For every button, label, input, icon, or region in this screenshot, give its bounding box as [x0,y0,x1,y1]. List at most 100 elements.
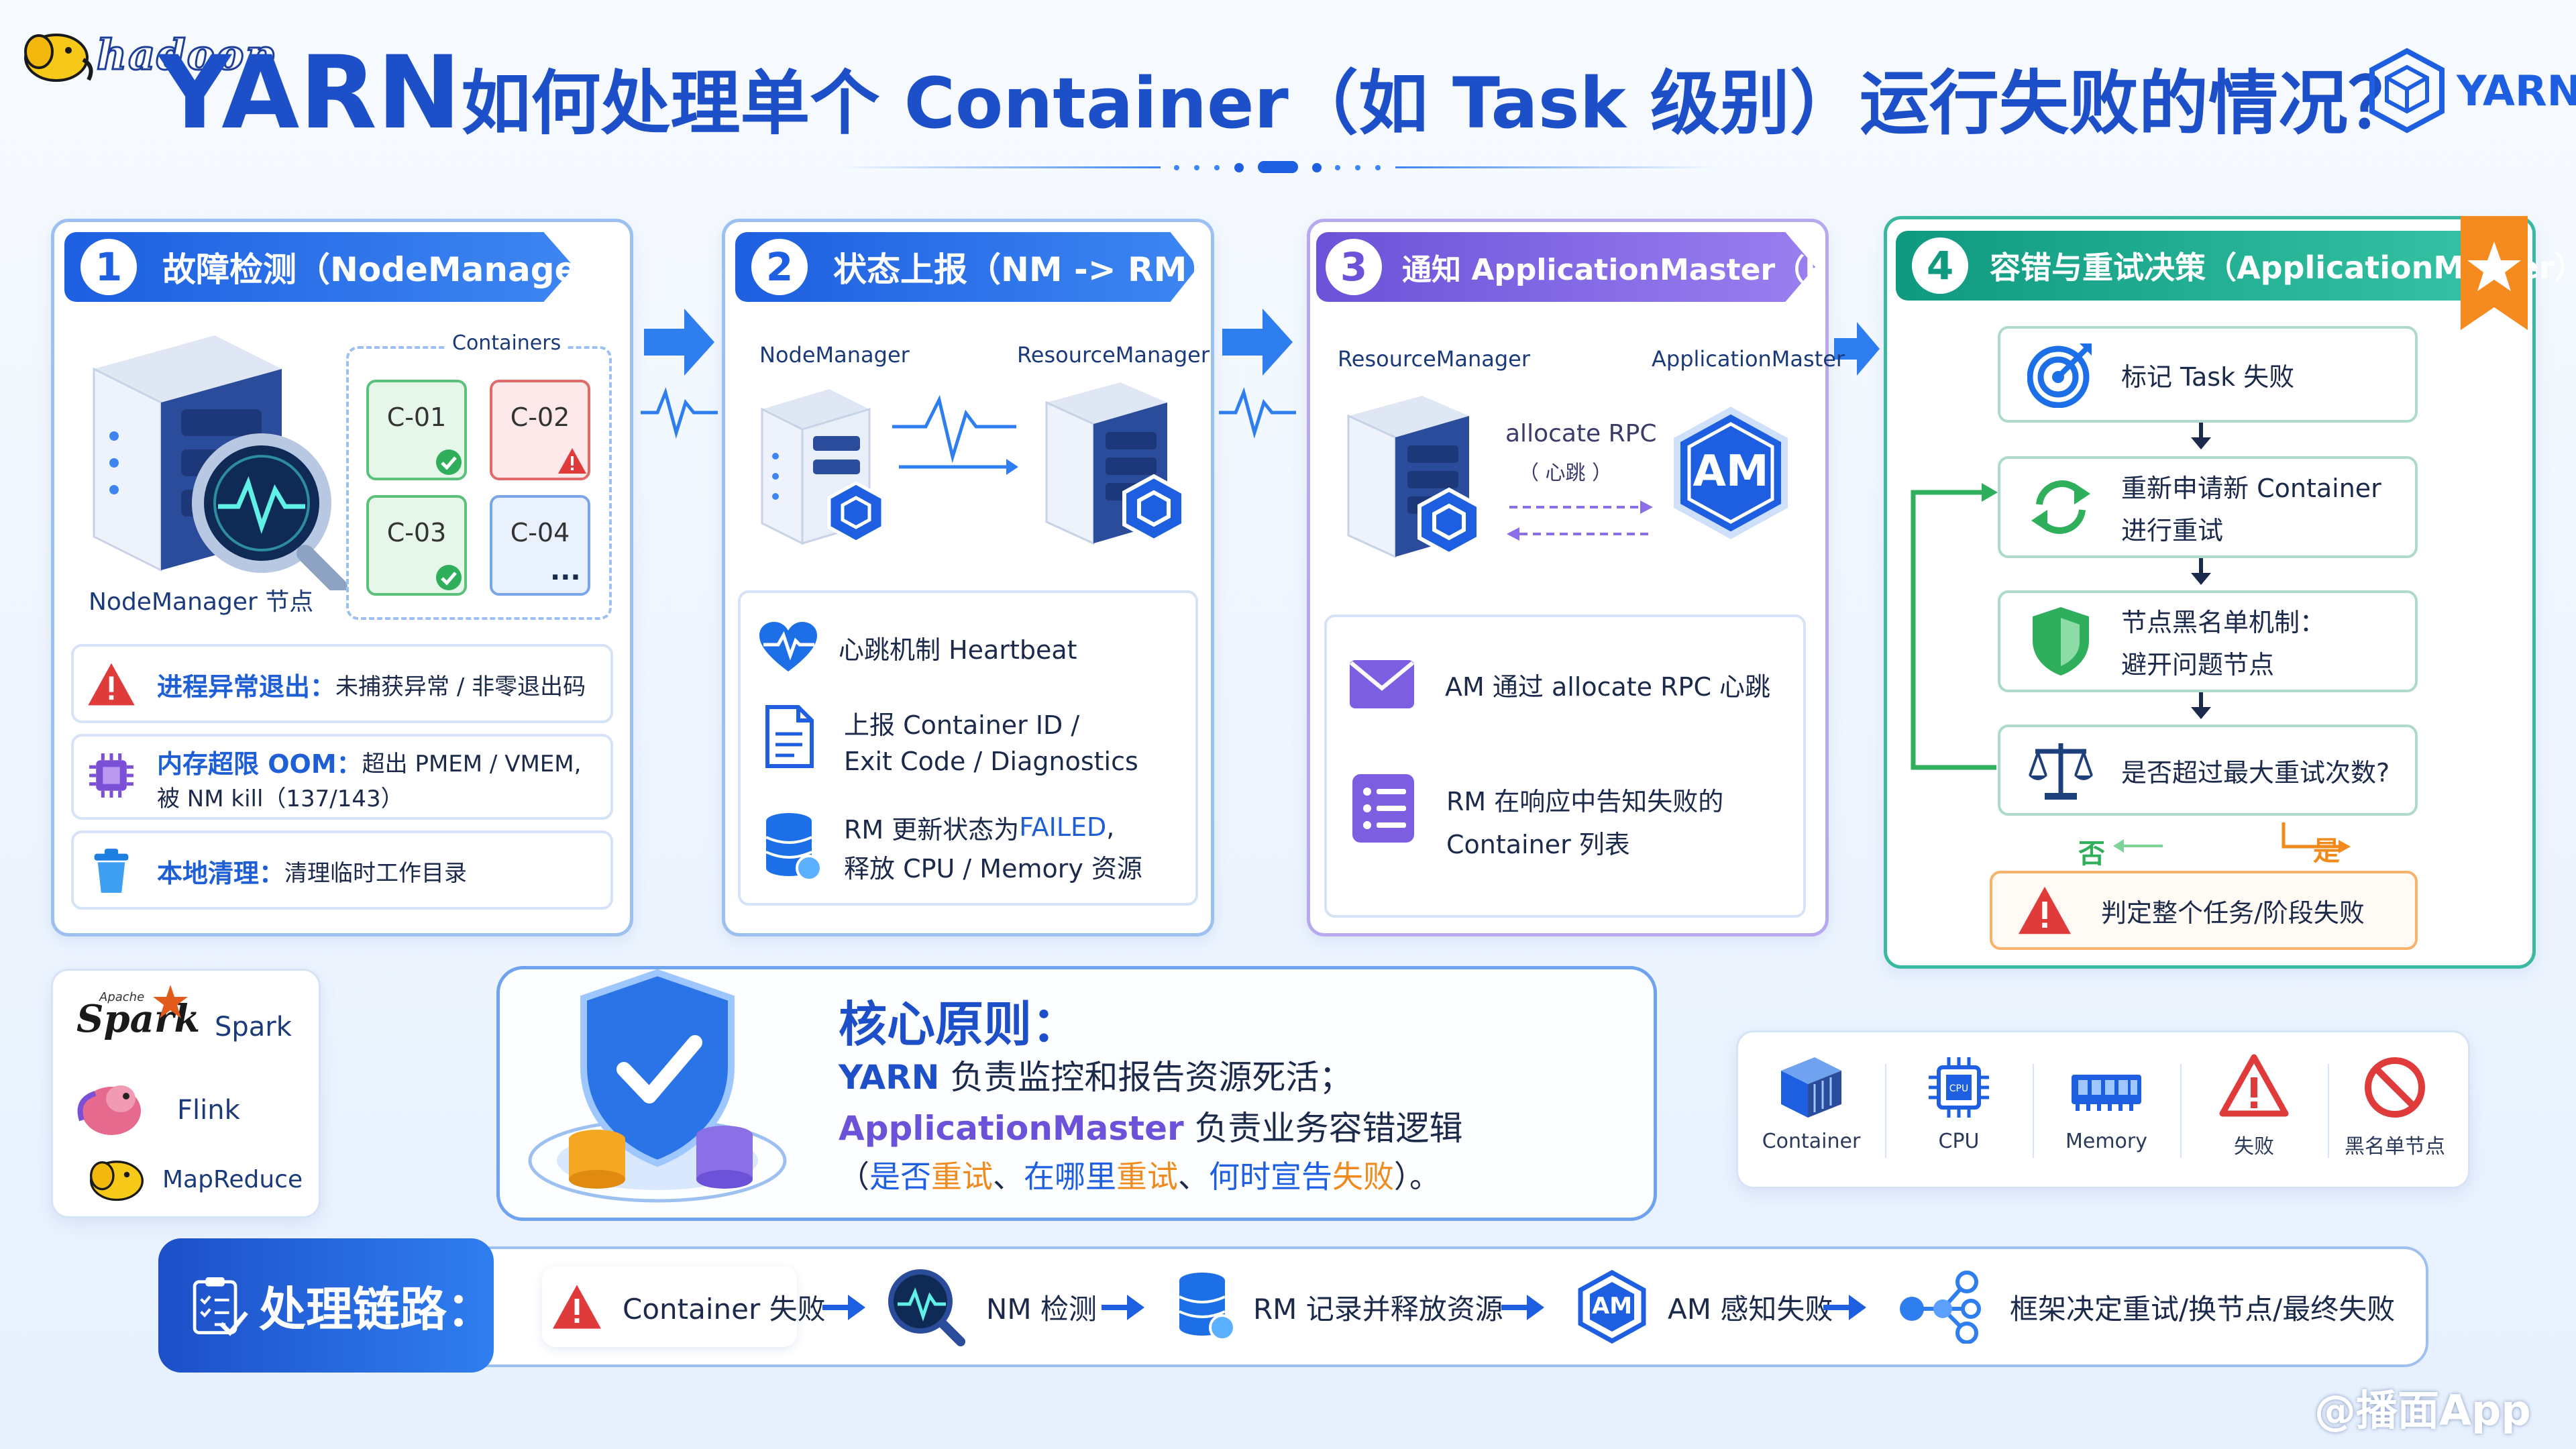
chain-arrow-icon [822,1295,865,1320]
list-icon [1352,774,1414,843]
issue-text: 被 NM kill（137/143） [157,785,404,812]
panel4-header: 4 容错与重试决策（ApplicationMaster） [1896,231,2576,301]
shield-check-icon [528,969,787,1203]
elephant-icon [24,34,93,82]
shield-icon [2033,607,2089,676]
panel1-number: 1 [80,239,137,295]
cpu-chip-text: CPU [1949,1083,1968,1094]
star-badge-icon [2461,216,2528,330]
report-item-line2: Exit Code / Diagnostics [844,745,1138,778]
principle-seg: 重试 [1116,1159,1178,1195]
container-c03[interactable]: C-03 [366,495,467,596]
database-icon [1179,1273,1236,1341]
report-item-line1: 上报 Container ID / [844,706,1080,740]
issue-process-exit-row: 进程异常退出： 未捕获异常 / 非零退出码 [86,657,586,711]
spark-star-icon [153,985,188,1018]
final-failure-box: 判定整个任务/阶段失败 [1990,871,2418,950]
panel3-number: 3 [1326,239,1382,295]
panel3-applicationmaster-label: ApplicationMaster [1652,346,1845,372]
issue-text: 清理临时工作目录 [284,859,468,887]
chain-items: Container 失败 NM 检测 RM 记录并释放资源 AM AM 感知失败… [0,1267,2576,1347]
nodemanager-server-icon [761,389,885,545]
rm-response-line2: Container 列表 [1446,825,1630,859]
magnifier-icon [888,1269,965,1346]
mail-icon [1350,660,1414,708]
containers-label: Containers [445,331,568,355]
rpc-arrows [1507,500,1653,541]
panel3-header: 3 通知 ApplicationMaster（RM -> AM） [1316,232,1815,302]
panel3-resourcemanager-label: ResourceManager [1338,346,1531,372]
principle-seg: 、 [1178,1159,1209,1195]
no-arrow [2113,839,2163,853]
arrow-3-to-4 [1834,322,1880,376]
issue-text: 超出 PMEM / VMEM, [362,750,582,777]
rm-update-line2: 释放 CPU / Memory 资源 [844,849,1142,883]
container-icon [1781,1057,1841,1118]
warning-icon [88,663,135,706]
flink-label: Flink [177,1095,240,1126]
yarn-logo: YARN [2367,47,2576,134]
am-allocate-item: AM 通过 allocate RPC 心跳 [1348,651,1770,718]
container-id: C-04 [510,518,570,547]
step-text: 是否超过最大重试次数? [2121,757,2390,788]
principle-seg: 失败 [1332,1159,1394,1195]
retry-icon [2031,480,2090,534]
resourcemanager-server-icon [1347,396,1481,559]
principle-text: 负责业务容错逻辑 [1183,1109,1463,1148]
watermark: @播面App [2314,1386,2531,1435]
arrow-1-to-2 [641,309,718,439]
allocate-rpc-label: allocate RPC [1505,420,1657,447]
container-c02[interactable]: C-02 [490,380,590,480]
target-icon [2027,343,2092,408]
issue-text: 未捕获异常 / 非零退出码 [335,673,586,700]
yes-arrow [2282,822,2351,853]
principle-text: 负责监控和报告资源死活； [939,1058,1353,1097]
report-text: 上报 Container ID / [844,710,1080,740]
principle-seg: 在哪里 [1024,1159,1116,1195]
step-arrow [2199,423,2203,443]
chain-item-am-aware: AM AM 感知失败 [1575,1267,1833,1347]
ban-icon [2365,1057,2425,1118]
chain-label: Container 失败 [623,1292,826,1326]
failed-status: FAILED [1019,812,1107,842]
legend-cpu: CPU CPU [1892,1051,2026,1153]
report-text: Exit Code / Diagnostics [844,747,1138,776]
page-title: YARN如何处理单个 Container（如 Task 级别）运行失败的情况？ [0,35,2576,152]
allocate-rpc-sub: （ 心跳 ） [1519,462,1613,485]
legend-container: Container [1744,1051,1878,1153]
legend-memory: Memory [2039,1051,2174,1153]
container-c04[interactable]: C-04 ··· [490,495,590,596]
chain-label: RM 记录并释放资源 [1253,1292,1503,1326]
hadoop-logo: hadoop [16,17,276,91]
resourcemanager-server-icon [1045,382,1185,545]
chain-label: NM 检测 [986,1292,1097,1326]
more-indicator: ··· [550,562,581,593]
flink-logo-icon [77,1085,141,1135]
principle-seg: （ [839,1159,869,1195]
trash-icon [94,849,129,893]
principle-seg: 重试 [931,1159,993,1195]
memory-icon [2072,1075,2141,1111]
retry-loop-arrow [1911,483,1998,770]
step-text: 重新申请新 Container [2121,474,2381,503]
check-icon [436,565,462,590]
am-icon-badge: AM [1591,1293,1633,1320]
spark-label: Spark [215,1012,292,1042]
yes-label: 是 [2313,836,2340,867]
legend-row: Container CPU CPU Memory 失败 黑名单节点 [1744,1051,2462,1178]
legend-label: 失败 [2234,1135,2274,1159]
panel1-title: 故障检测（NodeManager） [162,250,628,289]
principle-seg: 、 [993,1159,1024,1195]
principle-line2: ApplicationMaster 负责业务容错逻辑 [839,1102,1463,1150]
warning-icon [553,1285,601,1329]
issue-oom-line2: 被 NM kill（137/143） [157,780,404,813]
issue-title: 内存超限 OOM： [157,749,362,779]
spark-logo-top: Apache [99,990,145,1004]
panel2-number: 2 [751,239,808,295]
step-text: 进行重试 [2121,516,2224,545]
rm-update-text: , [1106,812,1115,842]
applicationmaster-icon [1674,407,1788,539]
nodemanager-server-icon [93,335,347,590]
container-c01[interactable]: C-01 [366,380,467,480]
chain-bar [161,1246,2428,1367]
